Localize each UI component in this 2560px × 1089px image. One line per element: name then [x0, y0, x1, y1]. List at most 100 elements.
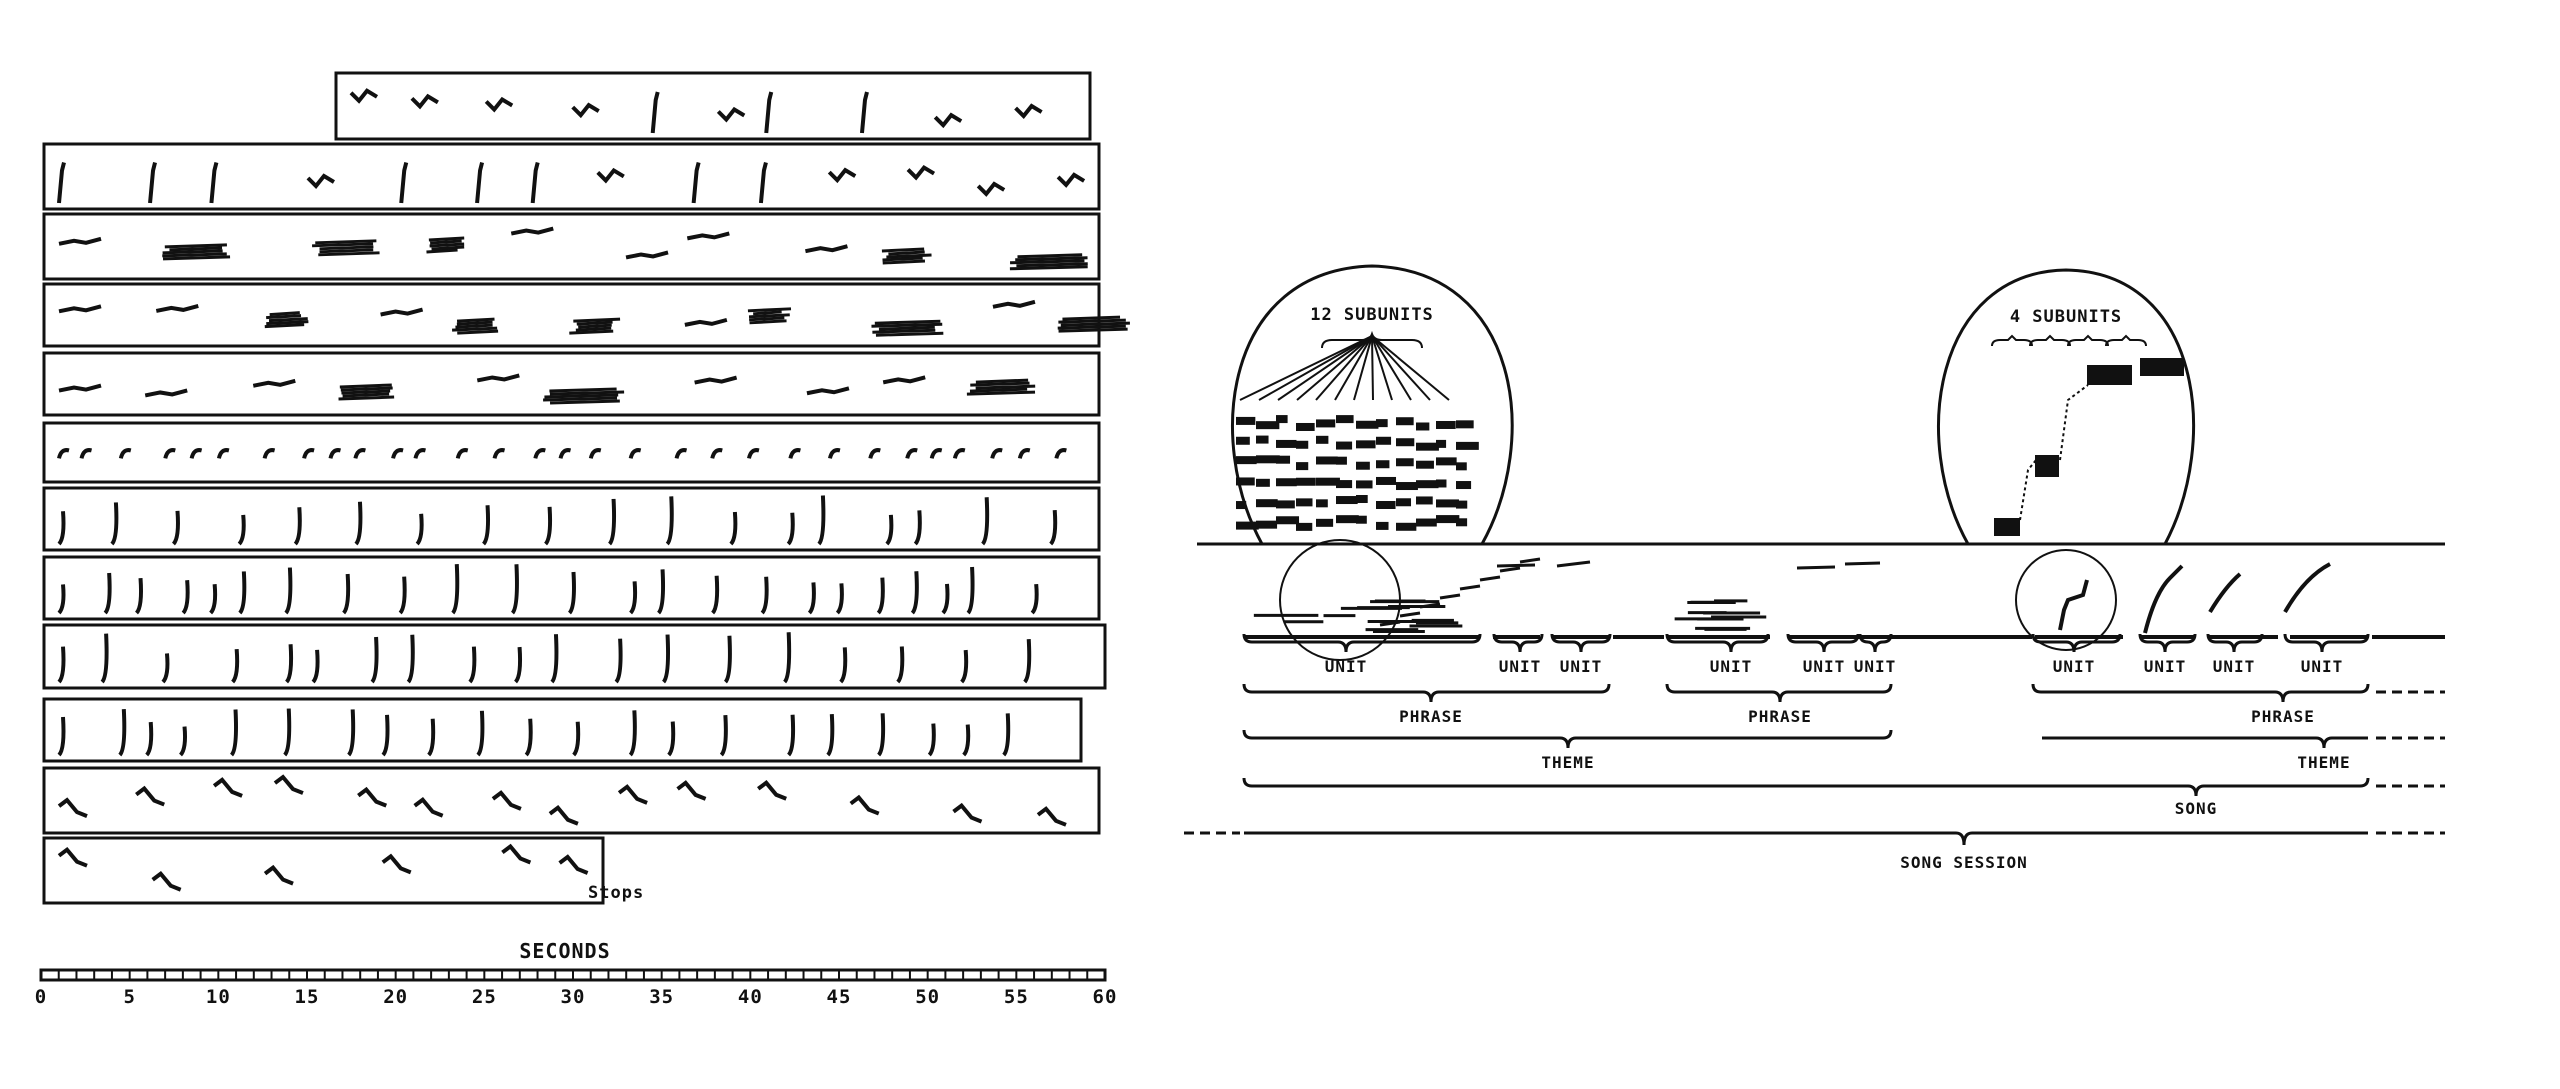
spectrogram-row — [42, 282, 1130, 348]
sound-mark — [155, 303, 199, 313]
sound-mark — [178, 726, 188, 757]
sound-mark — [544, 393, 619, 399]
sound-mark — [451, 564, 460, 615]
unit-label: UNIT — [2144, 657, 2187, 676]
sound-mark — [1017, 448, 1031, 459]
subunit-brace — [1321, 330, 1423, 349]
sound-mark — [952, 802, 983, 824]
subunit-mark — [1356, 515, 1367, 524]
sound-mark — [549, 390, 625, 396]
sound-mark — [266, 320, 309, 326]
sound-mark — [347, 709, 356, 757]
subunit-arrow — [1371, 335, 1412, 401]
subunit-mark — [1296, 477, 1316, 486]
sound-mark — [151, 870, 182, 892]
spectrogram-row — [42, 142, 1101, 211]
sound-mark — [543, 396, 618, 402]
sound-mark — [874, 319, 941, 325]
sound-mark — [476, 710, 485, 757]
tick-label: 35 — [649, 986, 674, 1008]
subunit-mark — [1336, 496, 1358, 505]
sound-mark — [962, 724, 971, 757]
spectrogram-row — [42, 421, 1101, 484]
row-frame — [42, 351, 1101, 417]
song-session-brace — [1244, 831, 2368, 846]
sound-mark — [588, 448, 602, 459]
sound-mark — [723, 635, 732, 684]
row-frame — [42, 212, 1101, 281]
subunit-mark — [1396, 417, 1414, 426]
sound-mark — [481, 505, 491, 546]
row-frame — [42, 766, 1101, 835]
sound-mark — [237, 514, 246, 546]
sound-mark — [719, 715, 728, 757]
row-frame — [42, 421, 1101, 484]
sound-mark — [349, 88, 379, 104]
subunit-mark — [1416, 442, 1439, 451]
sound-mark — [807, 582, 816, 615]
tick-label: 25 — [472, 986, 497, 1008]
sound-mark — [753, 310, 782, 316]
sound-mark — [835, 583, 844, 615]
sound-mark — [806, 386, 850, 396]
sound-mark — [209, 162, 219, 204]
subunits-label: 4 SUBUNITS — [2010, 307, 2122, 327]
unit-brace — [2206, 633, 2264, 653]
axis-title: SECONDS — [519, 939, 610, 963]
sound-mark — [1009, 265, 1088, 271]
sound-mark — [970, 381, 1030, 387]
sound-mark — [1054, 448, 1067, 459]
sound-mark — [896, 646, 905, 684]
sound-mark — [1002, 713, 1011, 757]
sound-mark — [1056, 172, 1086, 188]
subunit-brace — [2067, 334, 2109, 347]
phrase-label: PHRASE — [1748, 707, 1812, 726]
sound-mark — [876, 577, 885, 615]
sound-mark — [1030, 583, 1039, 615]
unit-brace — [1858, 633, 1893, 653]
subunit-mark — [1436, 439, 1447, 448]
sound-mark — [58, 304, 102, 314]
unit-mark — [1844, 561, 1881, 566]
sound-mark — [338, 395, 395, 401]
sound-mark — [882, 259, 926, 265]
subunit-mark — [1236, 477, 1255, 486]
sound-mark — [876, 713, 886, 757]
subunit-mark — [1356, 461, 1370, 470]
sound-mark — [748, 313, 790, 319]
sound-mark — [992, 299, 1036, 309]
sound-mark — [1058, 318, 1126, 324]
subunit-mark — [1256, 455, 1280, 464]
row-frame — [42, 555, 1101, 621]
sound-mark — [269, 311, 300, 317]
subunit-mark — [1336, 415, 1354, 424]
sound-mark — [571, 102, 600, 119]
sound-mark — [457, 329, 499, 335]
spectrogram-row — [334, 71, 1092, 141]
sound-mark — [163, 448, 176, 459]
subunit-mark — [1416, 460, 1434, 469]
subunit-mark — [1236, 456, 1257, 465]
theme-label: THEME — [1541, 753, 1594, 772]
unit-brace — [2138, 633, 2197, 653]
sound-mark — [312, 242, 374, 248]
sound-mark — [871, 322, 943, 328]
sound-mark — [758, 162, 768, 204]
sound-mark — [966, 566, 975, 615]
sound-mark — [455, 448, 469, 459]
sound-mark — [747, 448, 760, 459]
sound-mark — [749, 316, 785, 322]
subunit-mark — [1436, 515, 1460, 524]
song-sound-trace — [1244, 539, 2445, 661]
sound-mark — [468, 646, 477, 684]
sound-mark — [1017, 253, 1083, 259]
unit-label: UNIT — [2213, 657, 2256, 676]
sound-mark — [1060, 321, 1130, 327]
sound-mark — [629, 581, 638, 615]
zoom-circle — [1279, 539, 1401, 661]
sound-mark — [1062, 315, 1121, 321]
sound-mark — [311, 649, 320, 684]
unit-brace — [1492, 633, 1544, 653]
sound-mark — [990, 448, 1003, 459]
sound-mark — [711, 575, 720, 615]
